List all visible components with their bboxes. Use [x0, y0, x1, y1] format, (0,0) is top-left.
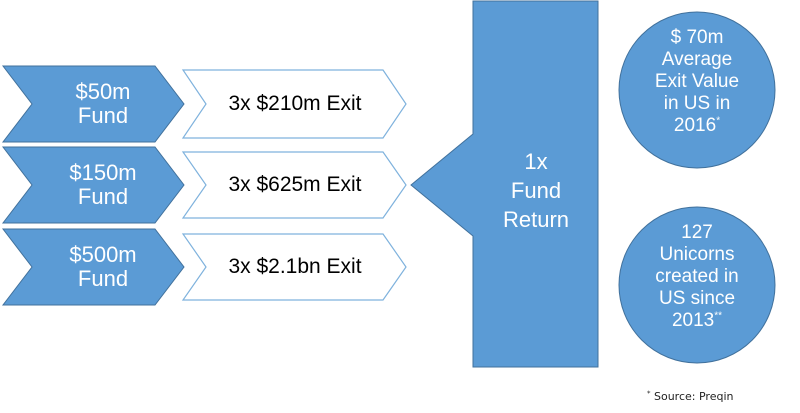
- exit-chevron-3: [181, 233, 407, 301]
- exit-chevron-1: [181, 69, 407, 139]
- exit-label-2: 3x $625m Exit: [228, 173, 362, 196]
- exit-value-stat-text: $ 70m Average Exit Value in US in 2016*: [654, 27, 740, 136]
- fund-return-callout: [410, 0, 599, 368]
- exit-label-3: 3x $2.1bn Exit: [228, 255, 362, 278]
- fund-chevron-1: [1, 65, 185, 143]
- unicorns-stat-text: 127 Unicorns created in US since 2013**: [655, 222, 739, 331]
- fund-chevron-2: [1, 146, 185, 224]
- fund-chevron-3: [1, 228, 185, 306]
- stat-circle-unicorns: [618, 206, 776, 364]
- stat-circle-exit-value: [618, 11, 776, 169]
- exit-chevron-2: [181, 151, 407, 219]
- source-footnote: * Source: Preqin: [647, 389, 734, 403]
- fund-return-label: 1x Fund Return: [502, 149, 570, 232]
- exit-label-1: 3x $210m Exit: [228, 92, 362, 115]
